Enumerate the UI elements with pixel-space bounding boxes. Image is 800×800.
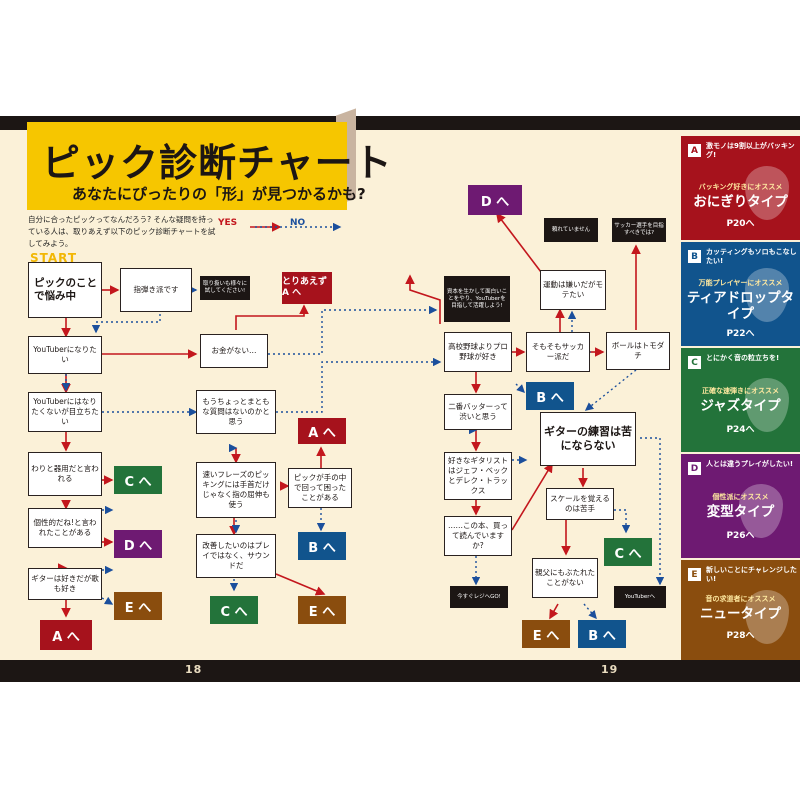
start-label: START	[30, 251, 78, 265]
result-node-a: A へ	[298, 418, 346, 444]
type-letter: E	[688, 568, 701, 581]
sidebar-type-d: D 人とは違うプレイがしたい! 個性派にオススメ 変型タイプ P26へ	[681, 454, 800, 558]
message-node: 頼れていません	[544, 218, 598, 242]
no-arrows	[61, 222, 665, 620]
question-node: もうちょっとまともな質問はないのかと思う	[196, 390, 276, 434]
result-node-c: C へ	[114, 466, 162, 494]
type-page: P28へ	[726, 631, 755, 641]
type-page: P22へ	[726, 329, 755, 339]
pick-shape-icon	[745, 378, 789, 432]
question-node: ギターは好きだが歌も好き	[28, 568, 102, 600]
type-desc: とにかく音の粒立ちを!	[706, 354, 780, 362]
result-node-b: B へ	[298, 532, 346, 560]
message-node: サッカー選手を目指すべきでは?	[612, 218, 666, 242]
type-page: P20へ	[726, 219, 755, 229]
type-letter: B	[688, 250, 701, 263]
sidebar-type-b: B カッティングもソロもこなしたい! 万能プレイヤーにオススメ ティアドロップタ…	[681, 242, 800, 346]
type-letter: D	[688, 462, 701, 475]
question-node: 親父にもぶたれたことがない	[532, 558, 598, 598]
type-name: 変型タイプ	[706, 504, 775, 520]
question-node: お金がない…	[200, 334, 268, 368]
question-node: 指弾き派です	[120, 268, 192, 312]
bottom-bar	[0, 660, 800, 682]
message-node: 資本を生かして面白いことをやり、YouTuberを目指して活躍しよう!	[444, 276, 510, 322]
type-letter: C	[688, 356, 701, 369]
type-page: P24へ	[726, 425, 755, 435]
question-node: ギターの練習は苦にならない	[540, 412, 636, 466]
type-letter: A	[688, 144, 701, 157]
question-node: ……この本、買って読んでいますか?	[444, 516, 512, 556]
result-node-e: E へ	[522, 620, 570, 648]
type-tag: バッキング好きにオススメ	[698, 183, 783, 191]
result-node-a: A へ	[40, 620, 92, 650]
pick-shape-icon	[739, 484, 783, 538]
yes-arrows	[61, 212, 641, 620]
type-desc: カッティングもソロもこなしたい!	[706, 248, 797, 265]
pick-shape-icon	[745, 268, 789, 322]
page-number-right: 19	[601, 663, 619, 676]
type-tag: 万能プレイヤーにオススメ	[698, 279, 783, 287]
intro-text: 自分に合ったピックってなんだろう? そんな疑問を持っている人は、取りあえず以下の…	[28, 215, 216, 248]
question-node: ボールはトモダチ	[606, 332, 670, 370]
result-node-d: D へ	[114, 530, 162, 558]
page-subtitle: あなたにぴったりの「形」が見つかるかも?	[72, 185, 366, 203]
sidebar-type-e: E 新しいことにチャレンジしたい! 音の求道者にオススメ ニュータイプ P28へ	[681, 560, 800, 660]
type-desc: 激モノは9割以上がバッキング!	[706, 142, 795, 159]
result-node-e: E へ	[298, 596, 346, 624]
question-node: 高校野球よりプロ野球が好き	[444, 332, 512, 372]
question-node: YouTuberになりたい	[28, 336, 102, 374]
pick-shape-icon	[745, 166, 789, 220]
question-node: そもそもサッカー派だ	[526, 332, 590, 372]
question-node: 改善したいのはプレイではなく、サウンドだ	[196, 534, 276, 578]
page-number-left: 18	[185, 663, 203, 676]
question-node: YouTuberにはなりたくないが目立ちたい	[28, 392, 102, 432]
question-node: 好きなギタリストはジェフ・ベックとデレク・トラックス	[444, 452, 512, 500]
question-node: わりと器用だと言われる	[28, 452, 102, 496]
type-desc: 人とは違うプレイがしたい!	[706, 460, 794, 468]
result-node-b: B へ	[578, 620, 626, 648]
result-node-b: B へ	[526, 382, 574, 410]
pick-shape-icon	[745, 590, 789, 644]
result-node-c: C へ	[604, 538, 652, 566]
type-tag: 音の求道者にオススメ	[705, 595, 776, 603]
type-name: ニュータイプ	[700, 606, 781, 622]
type-desc: 新しいことにチャレンジしたい!	[706, 566, 797, 583]
message-node: YouTuberへ	[614, 586, 666, 608]
result-node-toriaezu-a: とりあえず A へ	[282, 272, 332, 304]
type-name: おにぎりタイプ	[693, 194, 788, 210]
message-node: 今すぐレジへGO!	[450, 586, 508, 608]
result-node-e: E へ	[114, 592, 162, 620]
question-node: 二番バッターって渋いと思う	[444, 394, 512, 430]
type-tag: 正確な速弾きにオススメ	[702, 387, 779, 395]
question-node: スケールを覚えるのは苦手	[546, 488, 614, 520]
title-box	[27, 122, 347, 210]
type-page: P26へ	[726, 531, 755, 541]
sidebar-type-a: A 激モノは9割以上がバッキング! バッキング好きにオススメ おにぎりタイプ P…	[681, 136, 800, 240]
type-name: ティアドロップタイプ	[686, 290, 795, 322]
result-node-d: D へ	[468, 185, 522, 215]
message-node: 取り扱いも様々に試してください!	[200, 276, 250, 300]
result-node-c: C へ	[210, 596, 258, 624]
question-node: ピックのことで悩み中	[28, 262, 102, 318]
legend-no: NO	[290, 218, 306, 228]
legend-yes: YES	[218, 218, 238, 228]
type-name: ジャズタイプ	[700, 398, 781, 414]
book-spread	[0, 116, 800, 682]
page-title: ピック診断チャート	[42, 141, 393, 185]
sidebar-type-c: C とにかく音の粒立ちを! 正確な速弾きにオススメ ジャズタイプ P24へ	[681, 348, 800, 452]
question-node: 速いフレーズのピッキングには手首だけじゃなく指の屈伸も使う	[196, 462, 276, 518]
question-node: 運動は嫌いだがモテたい	[540, 270, 606, 310]
question-node: ピックが手の中で回って困ったことがある	[288, 468, 352, 508]
type-tag: 個性派にオススメ	[712, 493, 769, 501]
question-node: 個性的だね!と言われたことがある	[28, 508, 102, 548]
